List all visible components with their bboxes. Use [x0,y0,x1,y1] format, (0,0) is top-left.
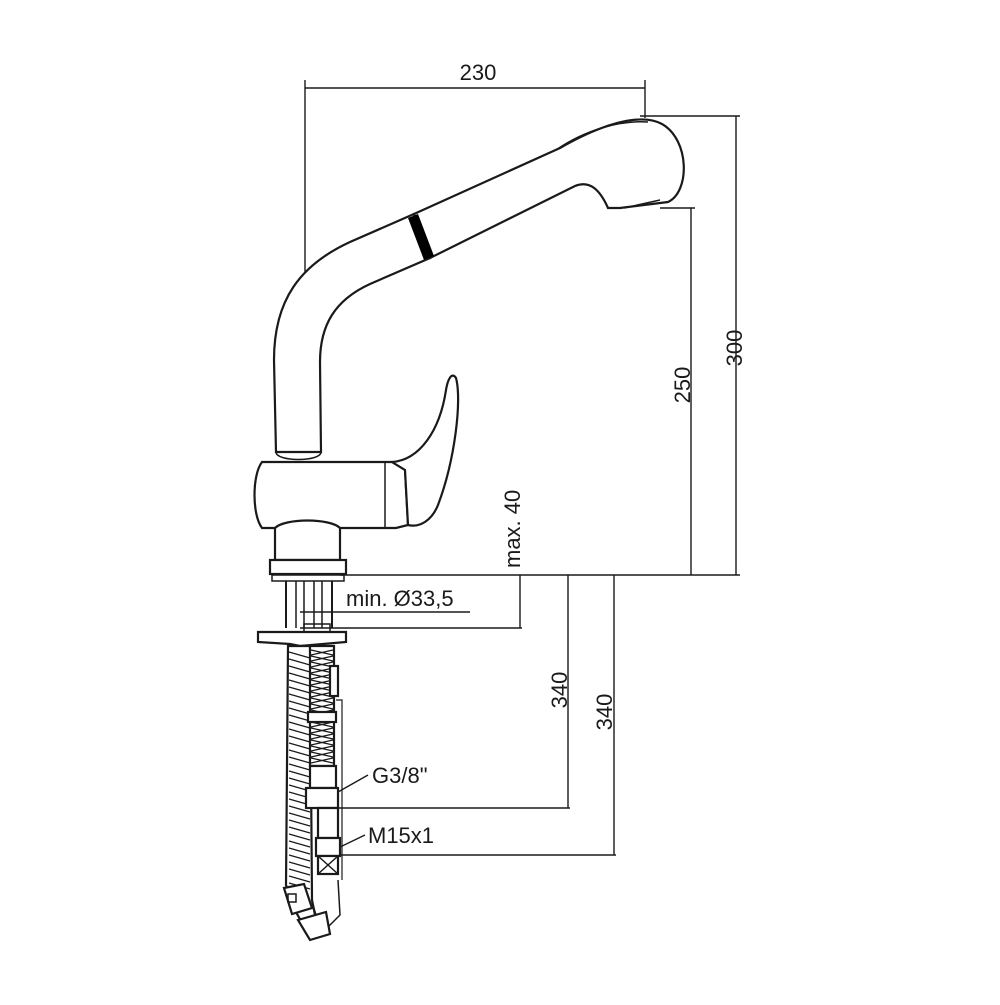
dimension-hole-diameter: min. Ø33,5 [300,586,470,613]
dimension-hose-340-b: 340 [340,575,617,856]
faucet [253,118,685,942]
dimension-height-250: 250 [660,207,695,575]
dimension-height-300: 300 [640,115,747,575]
dimension-label-340-b: 340 [592,694,617,731]
dimension-label-max-40: max. 40 [500,490,525,568]
dimension-hose-340-a: 340 [338,575,572,809]
dimension-label-230: 230 [460,60,497,85]
callout-outlet-thread: M15x1 [337,823,434,849]
outlet-thread-label: M15x1 [368,823,434,848]
lever-handle [388,374,460,527]
dimension-label-340-a: 340 [547,672,572,709]
dimension-label-250: 250 [670,367,695,404]
dimension-width-230: 230 [304,60,646,280]
dimension-max-deck: max. 40 [300,490,525,629]
callout-inlet-thread: G3/8" [337,763,428,793]
dimension-label-hole: min. Ø33,5 [346,586,454,611]
mounting-shank [285,581,333,628]
fixing-plate [256,630,348,648]
base-ring [268,558,348,576]
pull-out-head [412,118,685,260]
dimension-label-300: 300 [722,330,747,367]
supply-line [304,644,343,880]
spout-arm [272,212,432,454]
spout-band [408,214,434,260]
body-neck [273,519,342,562]
inlet-thread-label: G3/8" [372,763,428,788]
